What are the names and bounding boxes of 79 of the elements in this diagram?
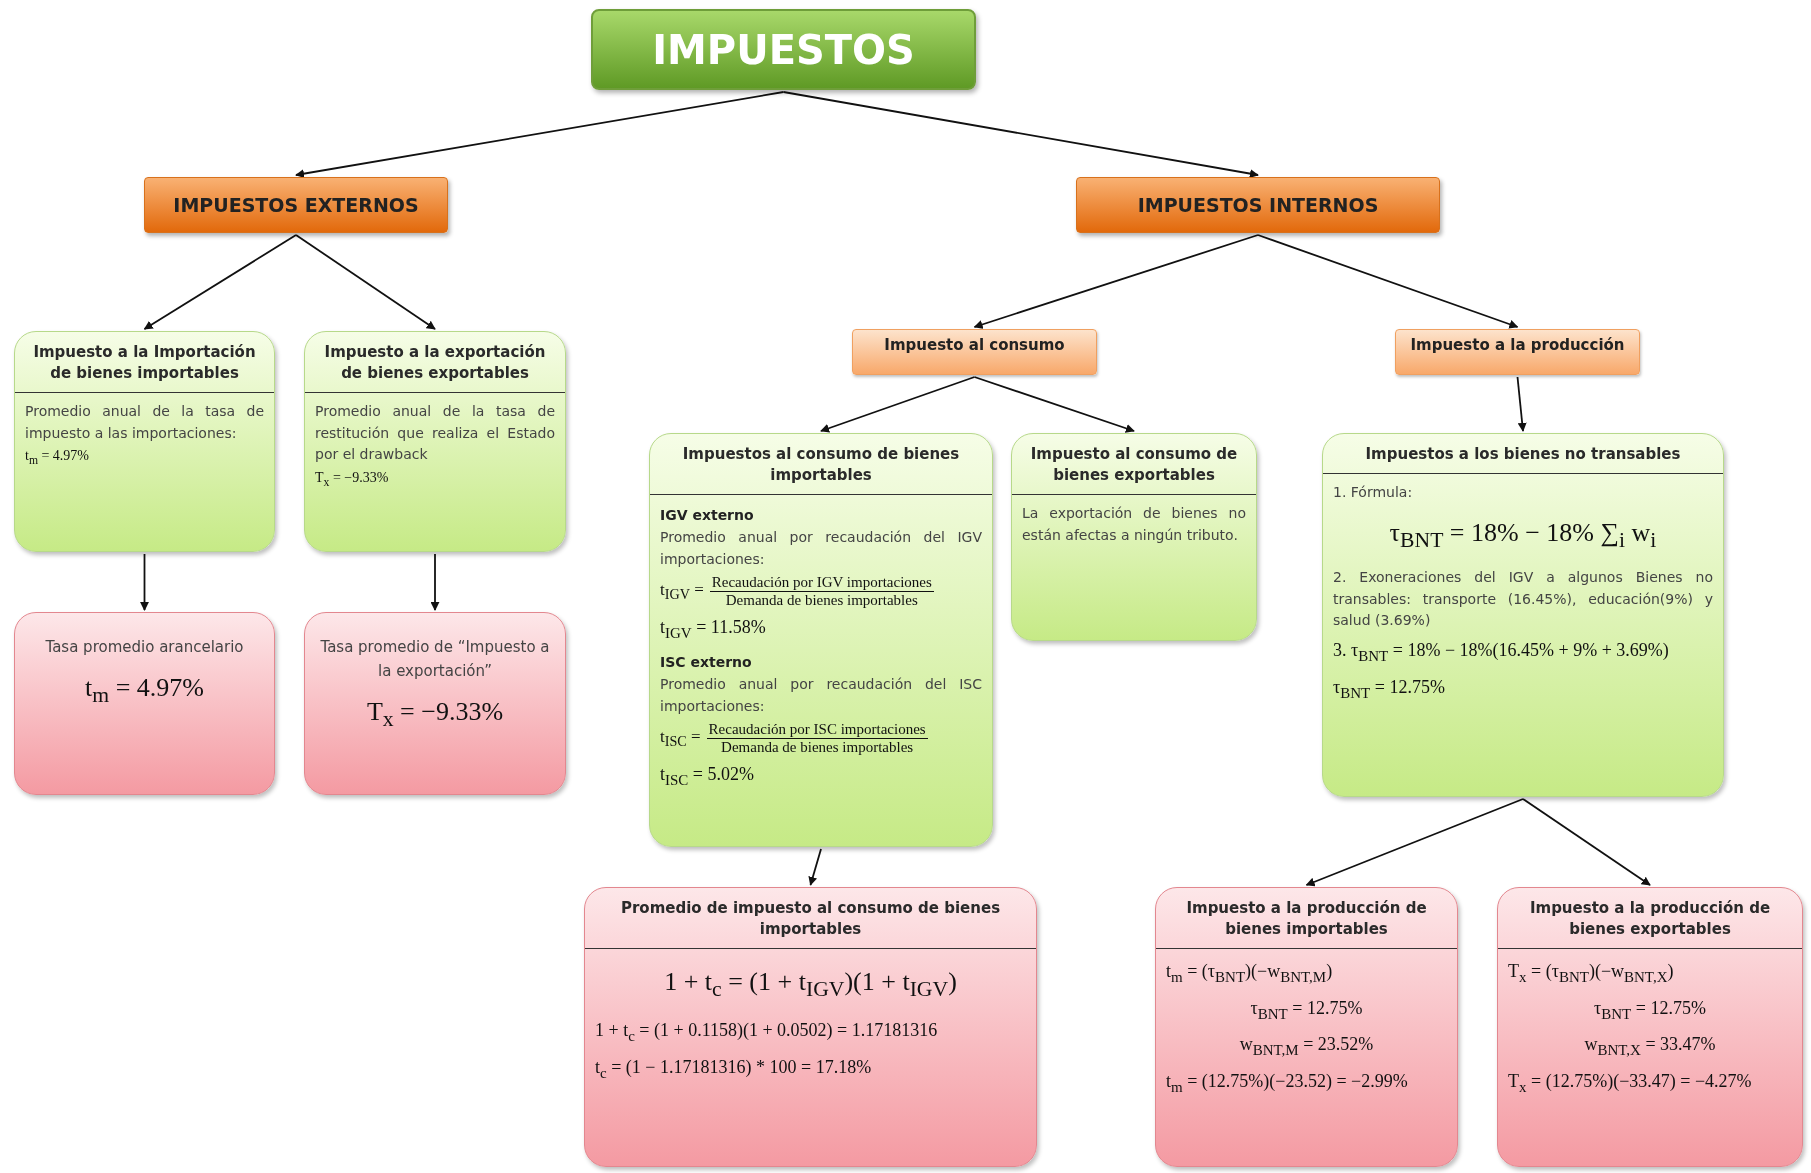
formula: 3. τ$_{BNT}$ = 18% − 18%(16.45% + 9% + 3.69%)	[1333, 639, 1670, 665]
description-text: Promedio anual de la tasa de restitución que realiza el Estado por el drawback	[315, 402, 555, 465]
formula: 1 + t$_{c}$ = (1 + 0.1158)(1 + 0.0502) = 1.17181316	[595, 1020, 939, 1045]
formula: τ$_{BNT}$ = 12.75%	[1249, 997, 1364, 1023]
formula: t$_{m}$ = (τ$_{BNT}$)(−w$_{BNT,M}$)	[1166, 961, 1334, 986]
arrow	[1516, 376, 1527, 432]
formula: t$_{IGV}$ = 11.58%	[660, 617, 767, 642]
arrow	[430, 553, 440, 611]
formula: T$_{x}$ = −9.33%	[315, 470, 390, 489]
formula: t$_{m}$ = 4.97%	[25, 448, 91, 468]
info-card	[649, 433, 993, 847]
arrow	[973, 234, 1259, 329]
box-heading: Impuesto a la exportación de bienes exportables	[305, 332, 565, 393]
box-heading: Impuestos a los bienes no transables	[1323, 434, 1723, 474]
title-text: IMPUESTOS EXTERNOS	[172, 194, 420, 216]
formula: t$_{ISC}$ = 5.02%	[660, 764, 755, 789]
box-heading: Impuesto a la Importación de bienes importables	[15, 332, 274, 393]
box-heading: Impuesto al consumo de bienes exportables	[1012, 434, 1256, 495]
description-text: Tasa promedio arancelario	[44, 637, 245, 658]
arrow	[820, 376, 976, 433]
formula-term: t$_{IGV}$ =	[660, 580, 704, 604]
description-text: Promedio anual de la tasa de impuesto a las importaciones:	[25, 402, 264, 443]
arrow	[1305, 798, 1524, 887]
result-card	[14, 612, 275, 795]
section-heading: ISC externo	[660, 653, 753, 670]
formula: τ$_{BNT}$ = 12.75%	[1333, 676, 1446, 702]
box-heading: Impuesto a la producción de bienes importables	[1156, 888, 1457, 949]
formula: 1 + t$_{c}$ = (1 + t$_{IGV}$)(1 + t$_{IGV}$)	[663, 967, 958, 1003]
title-text: IMPUESTOS	[651, 26, 916, 73]
fraction-numerator: Recaudación por IGV importaciones	[709, 574, 934, 593]
formula: t$_{m}$ = 4.97%	[84, 673, 205, 709]
arrow	[143, 234, 297, 330]
result-card	[1155, 887, 1458, 1167]
subcategory-box	[1395, 329, 1640, 375]
formula: t$_{m}$ = (12.75%)(−23.52) = −2.99%	[1166, 1070, 1409, 1096]
formula-term: t$_{ISC}$ =	[660, 727, 701, 751]
info-card	[304, 331, 566, 552]
fraction-denominator: Demanda de bienes importables	[720, 739, 915, 757]
arrow	[295, 234, 436, 330]
box-heading: Impuesto al consumo	[883, 335, 1066, 356]
arrow	[782, 91, 1259, 179]
formula: τ$_{BNT}$ = 18% − 18% ∑$_{i}$ w$_{i}$	[1388, 517, 1658, 553]
box-heading: Impuesto a la producción	[1409, 335, 1626, 356]
formula: T$_{x}$ = (τ$_{BNT}$)(−w$_{BNT,X}$)	[1508, 961, 1675, 986]
arrow	[973, 376, 1135, 433]
description-text: Promedio anual por recaudación del IGV importaciones:	[660, 528, 982, 569]
info-card	[1011, 433, 1257, 641]
title-box	[591, 9, 976, 90]
category-box	[1076, 177, 1440, 233]
result-card	[584, 887, 1037, 1167]
title-text: IMPUESTOS INTERNOS	[1136, 194, 1380, 216]
description-text: 1. Fórmula:	[1333, 483, 1414, 502]
section-heading: IGV externo	[660, 507, 755, 523]
arrow	[1257, 234, 1519, 329]
formula: w$_{BNT,X}$ = 33.47%	[1583, 1034, 1717, 1059]
arrow	[808, 848, 822, 886]
arrow	[1522, 798, 1651, 886]
description-text: 2. Exoneraciones del IGV a algunos Bienes no transables: transporte (16.45%), educación(9%) y salud (3.69%)	[1333, 567, 1713, 631]
info-card	[14, 331, 275, 552]
formula: t$_{c}$ = (1 − 1.17181316) * 100 = 17.18%	[595, 1056, 873, 1082]
formula: T$_{x}$ = −9.33%	[365, 697, 505, 733]
box-heading: Impuesto a la producción de bienes exportables	[1498, 888, 1802, 949]
arrow	[295, 91, 785, 179]
formula: w$_{BNT,M}$ = 23.52%	[1238, 1034, 1375, 1059]
arrow	[140, 553, 149, 611]
box-heading: Impuestos al consumo de bienes importables	[650, 434, 992, 495]
fraction-denominator: Demanda de bienes importables	[724, 592, 919, 610]
description-text: Tasa promedio de “Impuesto a la exportación”	[319, 637, 551, 682]
info-card	[1322, 433, 1724, 797]
category-box	[144, 177, 448, 233]
result-card	[1497, 887, 1803, 1167]
box-heading: Promedio de impuesto al consumo de bienes importables	[585, 888, 1036, 949]
description-text: Promedio anual por recaudación del ISC importaciones:	[660, 674, 982, 716]
fraction-numerator: Recaudación por ISC importaciones	[706, 721, 928, 740]
description-text: La exportación de bienes no están afectas a ningún tributo.	[1022, 504, 1246, 545]
formula: T$_{x}$ = (12.75%)(−33.47) = −4.27%	[1508, 1070, 1753, 1096]
subcategory-box	[852, 329, 1097, 375]
formula: τ$_{BNT}$ = 12.75%	[1593, 997, 1707, 1023]
result-card	[304, 612, 566, 795]
